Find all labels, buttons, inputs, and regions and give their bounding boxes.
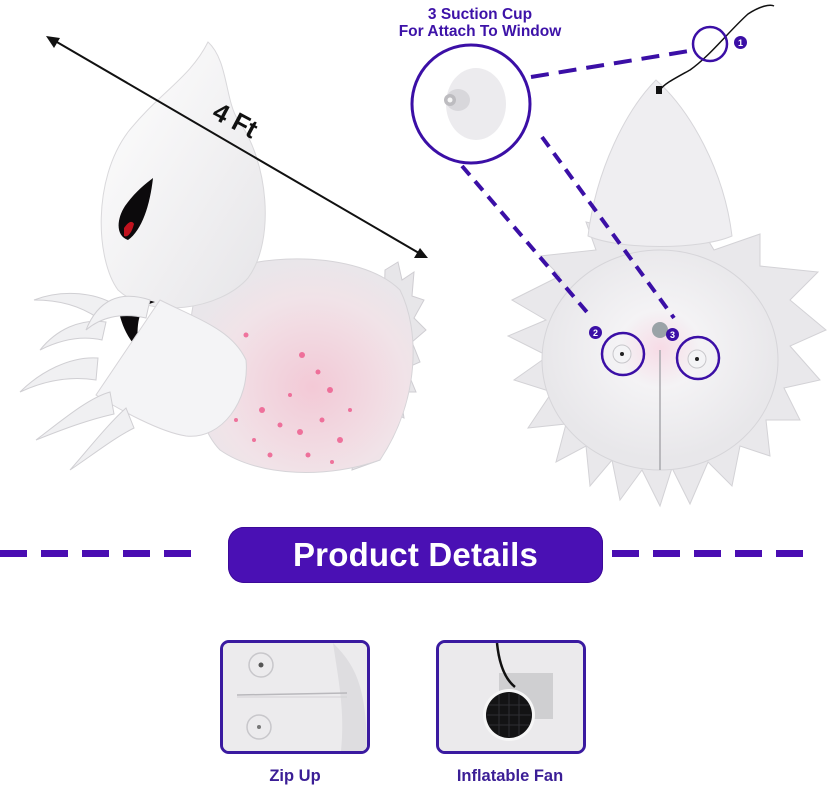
hero-illustration [19,4,827,508]
ghost-side-view [19,41,427,473]
callout-line-1: 3 Suction Cup [427,6,533,23]
zip-up-thumbnail [220,640,370,754]
inflatable-fan-caption: Inflatable Fan [456,767,564,785]
ghost-back-view [506,4,827,508]
suction-cup-callout: 3 Suction Cup For Attach To Window [360,6,600,40]
fan-icon [439,643,583,751]
dimension-arrow [46,36,428,258]
section-title: Product Details [292,536,539,573]
marker-3-badge: 3 [666,328,679,341]
marker-2-badge: 2 [589,326,602,339]
marker-1-badge: 1 [734,36,747,49]
divider-dashes-right [612,550,803,557]
inflatable-fan-thumbnail [436,640,586,754]
callout-graphics [410,25,729,381]
callout-line-2: For Attach To Window [398,23,562,40]
divider-dashes-left [0,550,191,557]
zipper-icon [223,643,367,751]
zip-up-caption: Zip Up [269,767,321,785]
product-details-heading: Product Details [228,527,603,583]
